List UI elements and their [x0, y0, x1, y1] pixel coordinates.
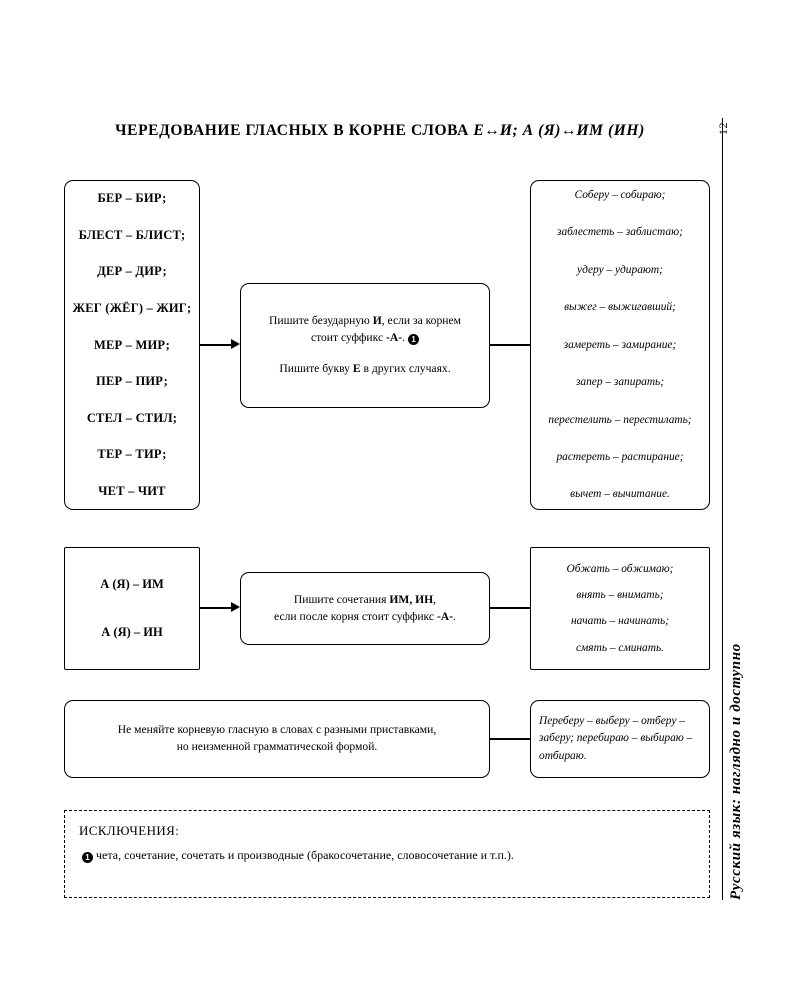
pair-item: А (Я) – ИН: [101, 625, 163, 640]
example-item: смять – сминать.: [575, 641, 665, 654]
rule-box-section-2: Пишите сочетания ИМ, ИН, если после корн…: [240, 572, 490, 645]
page-title-main: ЧЕРЕДОВАНИЕ ГЛАСНЫХ В КОРНЕ СЛОВА: [115, 122, 474, 139]
examples-box-section-1: Соберу – собираю; заблестеть – заблистаю…: [530, 180, 710, 510]
root-pair-item: ЧЕТ – ЧИТ: [98, 484, 166, 498]
rule-box-section-3: Не меняйте корневую гласную в словах с р…: [64, 700, 490, 778]
rule-text-2b: -А-: [386, 331, 403, 345]
example-item: Переберу – выберу – отберу – заберу; пер…: [539, 715, 693, 762]
page-title-italic-1: Е: [473, 122, 485, 139]
arrow-head-icon-2: [231, 602, 240, 612]
rule2-text-1a: Пишите сочетания: [293, 592, 390, 606]
example-item: удеру – удирают;: [577, 263, 663, 276]
connector-line-pairs-to-rule: [200, 607, 232, 609]
exceptions-title: ИСКЛЮЧЕНИЯ:: [79, 823, 180, 838]
examples-box-section-2: Обжать – обжимаю; внять – внимать; начат…: [530, 547, 710, 670]
page-title-italic-3: ИМ (ИН): [576, 122, 645, 139]
root-pair-item: ЖЕГ (ЖЁГ) – ЖИГ;: [72, 300, 192, 315]
rule-text-3a: Пишите букву: [279, 361, 353, 375]
rule-text-1b: И: [372, 314, 382, 328]
examples-box-section-3: Переберу – выберу – отберу – заберу; пер…: [530, 700, 710, 778]
rule-text-line-3: Пишите букву Е в других случаях.: [253, 361, 477, 378]
page-number: 12: [716, 122, 730, 135]
example-item: растереть – растирание;: [556, 450, 684, 463]
example-item: замереть – замирание;: [563, 338, 677, 351]
root-pair-item: БЕР – БИР;: [97, 191, 167, 205]
root-pair-item: ДЕР – ДИР;: [97, 264, 167, 279]
pair-item: А (Я) – ИМ: [100, 576, 164, 591]
example-item: вычет – вычитание.: [570, 488, 670, 501]
rule-text-section-3: Не меняйте корневую гласную в словах с р…: [79, 722, 475, 756]
page-title-italic-2: И; А (Я): [499, 122, 561, 139]
double-arrow-icon-2: ↔: [560, 122, 577, 139]
rule-text-section-2: Пишите сочетания ИМ, ИН, если после корн…: [251, 592, 479, 626]
root-pair-item: СТЕЛ – СТИЛ;: [86, 410, 178, 425]
rule2-text-1c: ,: [433, 592, 437, 606]
pairs-list-box-section-2: А (Я) – ИМ А (Я) – ИН: [64, 547, 200, 670]
root-pair-item: БЛЕСТ – БЛИСТ;: [78, 227, 186, 242]
exceptions-box: ИСКЛЮЧЕНИЯ: 1 чета, сочетание, сочетать …: [64, 810, 710, 898]
exceptions-text-row: 1 чета, сочетание, сочетать и производны…: [79, 848, 695, 864]
margin-divider: [722, 118, 723, 900]
rule-text-1a: Пишите безударную: [269, 314, 373, 328]
connector-line-rule2-to-examples: [490, 607, 530, 609]
example-item: внять – внимать;: [576, 589, 664, 602]
example-item: Обжать – обжимаю;: [566, 562, 674, 575]
root-pair-item: МЕР – МИР;: [93, 337, 171, 352]
page-title: ЧЕРЕДОВАНИЕ ГЛАСНЫХ В КОРНЕ СЛОВА Е↔И; А…: [60, 122, 700, 140]
rule-text-2a: стоит суффикс: [310, 331, 387, 345]
connector-line-roots-to-rule: [200, 344, 232, 346]
rule-text-3c: в других случаях.: [360, 361, 451, 375]
example-item: Соберу – собираю;: [574, 189, 666, 201]
example-item: начать – начинать;: [571, 615, 669, 628]
rule3-line-1: Не меняйте корневую гласную в словах с р…: [117, 723, 437, 737]
rule2-text-2b: -А-: [436, 609, 454, 623]
rule2-text-2a: если после корня стоит суффикс: [274, 609, 437, 623]
rule-text-1c: , если за корнем: [381, 314, 461, 328]
rule3-line-2: но неизменной грамматической формой.: [176, 740, 378, 753]
root-pair-item: ПЕР – ПИР;: [96, 374, 168, 389]
double-arrow-icon-1: ↔: [484, 122, 500, 139]
rule-text-3b: Е: [352, 361, 361, 375]
rule-box-section-1: Пишите безударную И, если за корнем стои…: [240, 283, 490, 408]
example-item: перестелить – перестилать;: [548, 413, 692, 426]
arrow-head-icon-1: [231, 339, 240, 349]
connector-line-rule-to-examples: [490, 344, 530, 346]
running-head: Русский язык: наглядно и доступно: [728, 643, 744, 900]
connector-line-rule3-to-examples: [490, 738, 530, 740]
rule2-text-2c: .: [453, 609, 456, 623]
root-pair-item: ТЕР – ТИР;: [97, 447, 167, 462]
example-item: заблестеть – заблистаю;: [557, 226, 683, 239]
exceptions-text: чета, сочетание, сочетать и производные …: [96, 848, 514, 862]
rule-text-line-1: Пишите безударную И, если за корнем стои…: [253, 313, 477, 347]
roots-list-box: БЕР – БИР; БЛЕСТ – БЛИСТ; ДЕР – ДИР; ЖЕГ…: [64, 180, 200, 510]
footnote-marker-icon: 1: [408, 334, 420, 346]
example-item: запер – запирать;: [575, 376, 665, 389]
example-item: выжег – выжигавший;: [564, 301, 676, 314]
rule2-text-1b: ИМ, ИН: [389, 592, 434, 606]
footnote-marker-icon-exceptions: 1: [82, 852, 93, 863]
rule-text-2c: .: [402, 331, 406, 345]
